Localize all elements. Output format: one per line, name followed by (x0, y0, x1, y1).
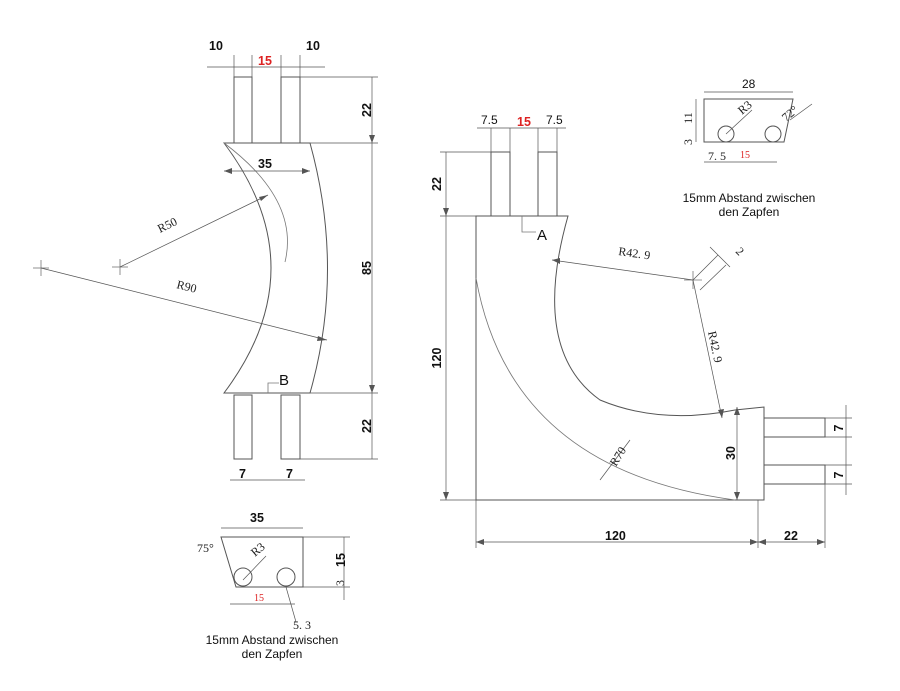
part-b-dim-bottom-peg-right: 7 (286, 467, 293, 481)
part-a-detail-offset-side: 7. 5 (708, 149, 726, 163)
part-b-r50-line (119, 194, 269, 268)
part-a-detail-hole-left (717, 125, 735, 143)
part-a-arc-r70 (475, 277, 736, 501)
part-b-dim-top-h: 22 (360, 103, 374, 117)
part-b-detail-offset-bottom: 3 (333, 580, 347, 586)
part-a-detail-width: 28 (742, 77, 756, 91)
part-b: R50 R90 10 15 10 35 22 85 22 7 7 B (33, 39, 378, 481)
part-a-detail-caption-1: 15mm Abstand zwischen (683, 191, 816, 205)
part-a-detail-offset-bottom: 3 (681, 139, 695, 145)
part-b-dim-bottom-peg-left: 7 (239, 467, 246, 481)
part-a-radius-outer: R70 (607, 444, 629, 468)
part-a-detail-hole-gap: 15 (740, 150, 750, 161)
part-b-dim-bottom-h: 22 (360, 419, 374, 433)
part-a-right-peg-top (763, 417, 826, 438)
part-b-detail-radius: R3 (248, 540, 268, 560)
part-b-detail-hole-right (276, 567, 296, 587)
part-a-detail-hole-right (764, 125, 782, 143)
part-b-detail-caption-1: 15mm Abstand zwischen (206, 633, 339, 647)
part-a-radius-line-1 (551, 259, 694, 281)
part-a-dim-peg-gap: 15 (517, 115, 531, 129)
part-b-bottom-peg-left (233, 394, 253, 460)
part-b-detail-hole-gap: 15 (254, 593, 264, 604)
part-a-dim-end-h: 30 (724, 446, 738, 460)
part-a: R42. 9 R42. 9 R70 2 7.5 15 7.5 22 120 12… (430, 113, 852, 548)
part-a-detail-radius: R3 (735, 98, 755, 118)
part-a-detail-angle: 72° (779, 103, 801, 125)
part-a-dim-peg-top: 7 (832, 424, 846, 431)
part-b-detail-width: 35 (250, 511, 264, 525)
part-b-radius-large: R90 (175, 277, 198, 295)
part-a-detail: 28 11 3 R3 72° 7. 5 15 15mm Abstand zwis… (681, 77, 815, 219)
part-b-arc-r50 (223, 142, 288, 263)
part-b-dim-width: 35 (258, 157, 272, 171)
part-a-detail-outline (703, 98, 794, 143)
part-a-dim-top-h: 22 (430, 177, 444, 191)
part-b-detail-hole-left (233, 567, 253, 587)
part-a-dim-peg-bottom: 7 (832, 471, 846, 478)
part-b-bottom-peg-right (280, 394, 301, 460)
part-a-dim-peg-left: 7.5 (481, 113, 498, 127)
part-a-dim-peg-right: 7.5 (546, 113, 563, 127)
part-a-dim-height: 120 (430, 348, 444, 369)
part-b-top-peg-right (280, 76, 301, 144)
part-b-detail-offset-side: 5. 3 (293, 618, 311, 632)
part-b-r90-line (40, 267, 328, 341)
part-a-dim-right-ext: 22 (784, 529, 798, 543)
part-b-detail: 35 15 3 R3 75° 15 5. 3 15mm Abstand zwis… (197, 511, 350, 661)
part-b-radius-small: R50 (155, 214, 179, 235)
part-a-radius-line-2 (692, 279, 723, 419)
part-a-detail-height: 11 (681, 112, 695, 124)
part-b-top-peg-left (233, 76, 253, 144)
part-a-dim-width: 120 (605, 529, 626, 543)
part-a-label: A (537, 227, 547, 244)
part-a-top-peg-left (490, 151, 511, 217)
part-b-detail-caption-2: den Zapfen (242, 647, 303, 661)
part-a-right-peg-bottom (763, 464, 826, 485)
part-b-dim-peg-right: 10 (306, 39, 320, 53)
part-b-detail-angle: 75° (197, 541, 214, 555)
part-b-dim-peg-gap: 15 (258, 54, 272, 68)
part-a-radius-inner-2: R42. 9 (705, 330, 725, 364)
part-a-top-peg-right (537, 151, 558, 217)
part-b-curved-body (222, 142, 328, 394)
part-b-dim-peg-left: 10 (209, 39, 223, 53)
part-b-detail-height: 15 (334, 553, 348, 567)
part-a-radius-inner-1: R42. 9 (618, 244, 652, 262)
part-b-dim-height: 85 (360, 261, 374, 275)
part-b-center-marks (33, 259, 128, 276)
part-a-detail-caption-2: den Zapfen (719, 205, 780, 219)
part-a-small-dim: 2 (733, 244, 747, 258)
part-b-label: B (279, 372, 289, 389)
